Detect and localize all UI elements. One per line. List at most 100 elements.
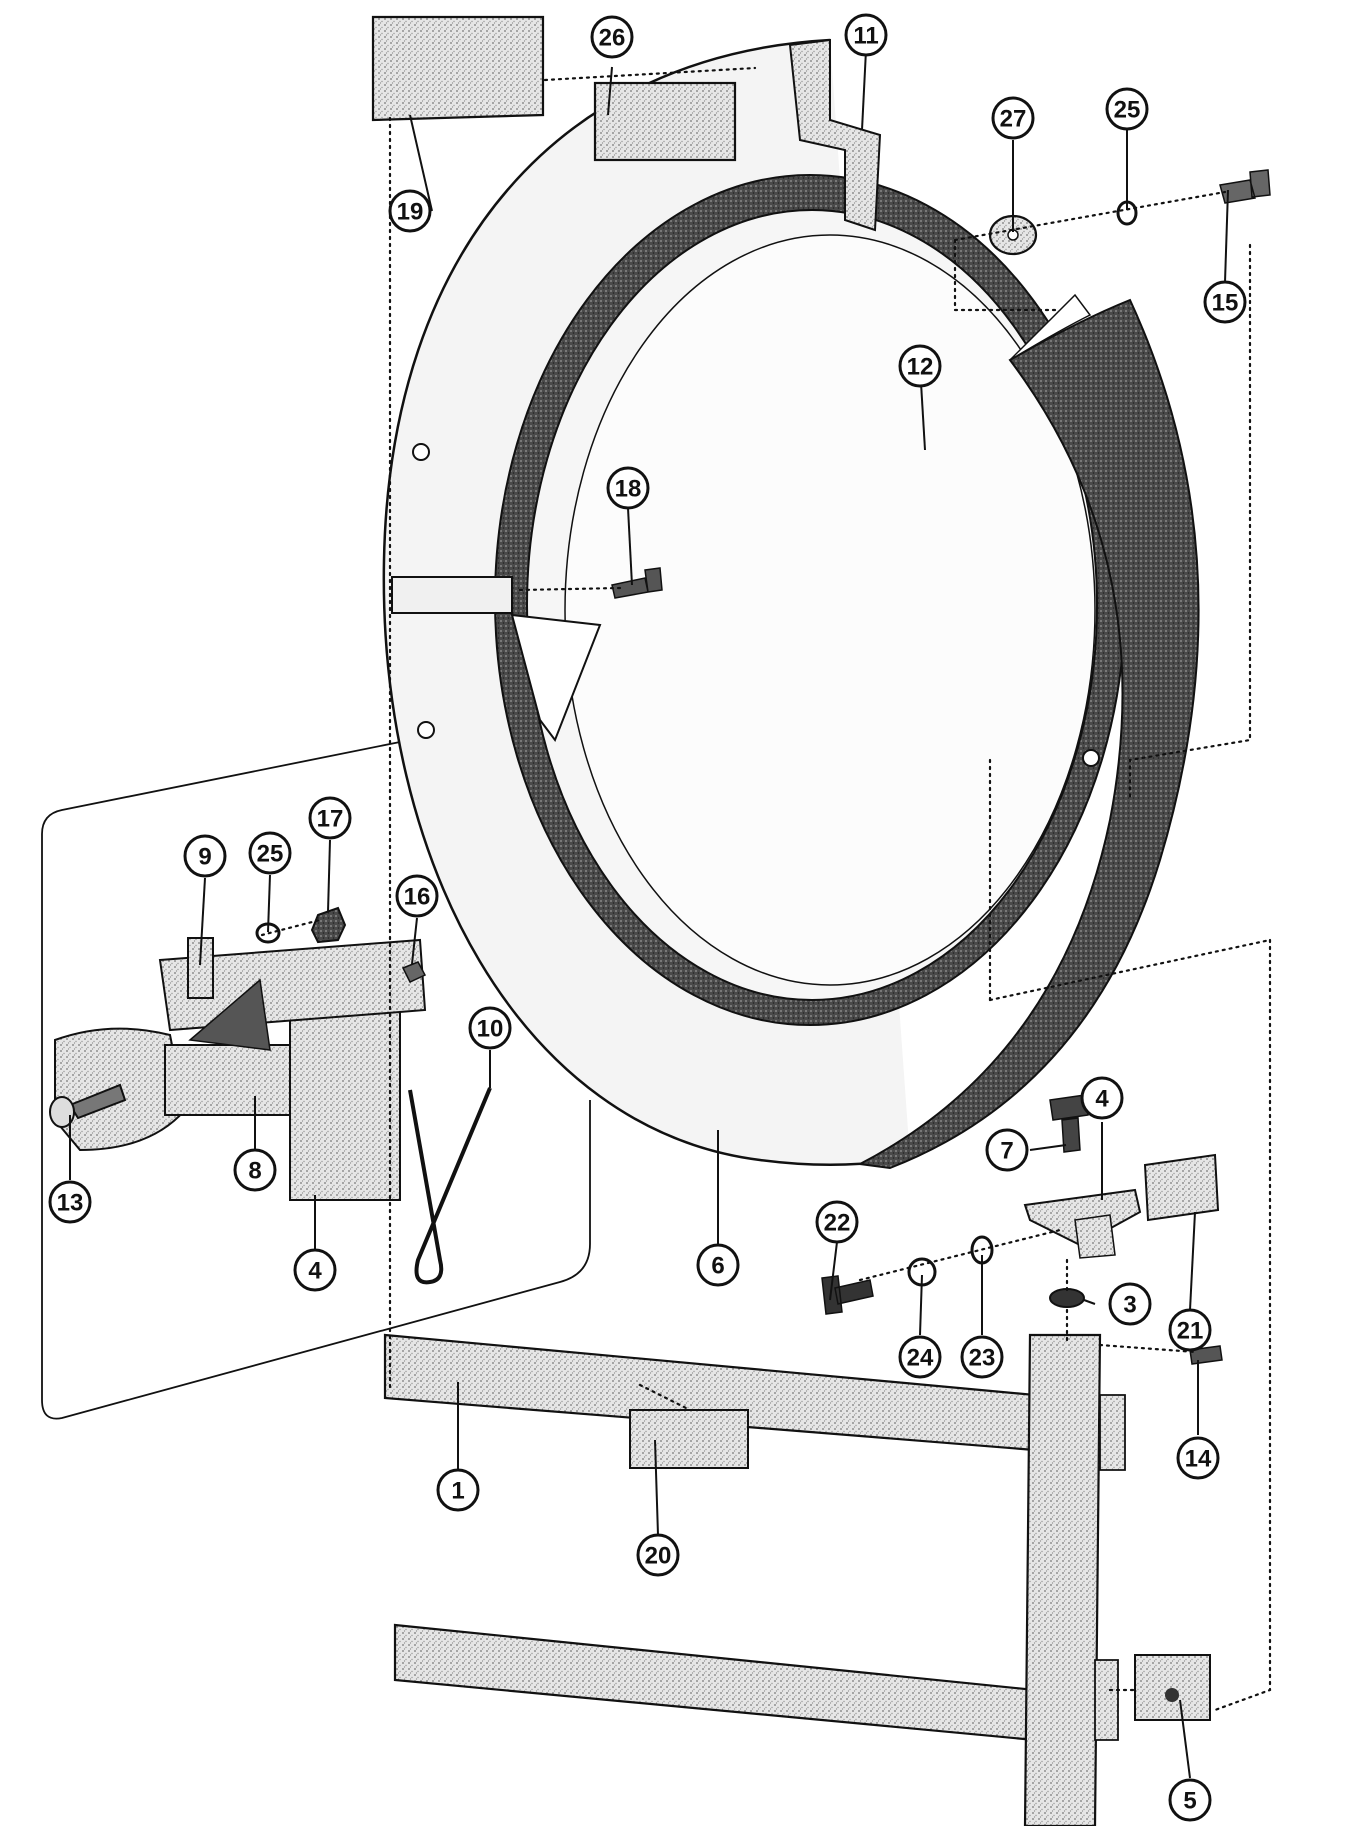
callout-18: 18 — [606, 466, 650, 510]
cover-plate-19 — [371, 15, 545, 122]
callout-1: 1 — [436, 1468, 480, 1512]
callout-number: 10 — [477, 1016, 504, 1043]
callout-circle — [1203, 280, 1247, 324]
callout-number: 25 — [257, 841, 284, 868]
callout-23: 23 — [960, 1335, 1004, 1379]
callout-22: 22 — [815, 1200, 859, 1244]
callout-27: 27 — [991, 96, 1035, 140]
callout-circle — [468, 1006, 512, 1050]
callout-circle — [991, 96, 1035, 140]
callout-16: 16 — [395, 874, 439, 918]
callout-circle — [898, 1335, 942, 1379]
callout-number: 20 — [645, 1543, 672, 1570]
callout-20: 20 — [636, 1533, 680, 1577]
callout-6: 6 — [696, 1243, 740, 1287]
screw-18 — [611, 567, 663, 599]
mount-hole — [1082, 749, 1100, 767]
callout-circle — [844, 13, 888, 57]
callout-5: 5 — [1168, 1778, 1212, 1822]
label-plate-26 — [593, 81, 737, 162]
callout-circle — [590, 15, 634, 59]
callout-number: 4 — [308, 1258, 322, 1285]
front-panel — [382, 38, 1126, 1166]
nut-17 — [310, 906, 347, 944]
callout-25a: 25 — [1105, 87, 1149, 131]
callout-number: 1 — [451, 1478, 464, 1505]
callout-number: 22 — [824, 1210, 851, 1237]
callout-15: 15 — [1203, 280, 1247, 324]
callout-number: 9 — [198, 844, 211, 871]
callout-circle — [1108, 1282, 1152, 1326]
latch-assembly — [49, 906, 492, 1285]
callout-11: 11 — [844, 13, 888, 57]
callout-number: 23 — [969, 1345, 996, 1372]
callout-number: 15 — [1212, 290, 1239, 317]
callout-25b: 25 — [248, 831, 292, 875]
callout-number: 13 — [57, 1190, 84, 1217]
callout-circle — [1176, 1436, 1220, 1480]
callout-number: 24 — [907, 1345, 934, 1372]
mount-hole — [417, 721, 435, 739]
callout-17: 17 — [308, 796, 352, 840]
callout-circle — [1080, 1076, 1124, 1120]
callout-circle — [1168, 1778, 1212, 1822]
frame — [383, 1333, 1126, 1826]
callout-number: 25 — [1114, 97, 1141, 124]
callout-circle — [898, 344, 942, 388]
callout-circle — [293, 1248, 337, 1292]
callout-circle — [183, 834, 227, 878]
callout-4b: 4 — [293, 1248, 337, 1292]
callout-circle — [960, 1335, 1004, 1379]
screw-15 — [1219, 169, 1271, 204]
callout-circle — [1105, 87, 1149, 131]
plate-5 — [1134, 1654, 1211, 1721]
callout-8: 8 — [233, 1148, 277, 1192]
callout-circle — [388, 189, 432, 233]
callout-24: 24 — [898, 1335, 942, 1379]
callout-number: 26 — [599, 25, 626, 52]
callout-circle — [815, 1200, 859, 1244]
callout-26: 26 — [590, 15, 634, 59]
callout-13: 13 — [48, 1180, 92, 1224]
callout-number: 17 — [317, 806, 344, 833]
callout-19: 19 — [388, 189, 432, 233]
callout-circle — [636, 1533, 680, 1577]
callout-9: 9 — [183, 834, 227, 878]
callout-number: 4 — [1095, 1086, 1109, 1113]
callout-7: 7 — [985, 1128, 1029, 1172]
callout-circle — [436, 1468, 480, 1512]
hinge-bar — [391, 576, 513, 614]
callout-number: 14 — [1185, 1446, 1212, 1473]
callout-number: 11 — [853, 23, 878, 50]
callout-circle — [233, 1148, 277, 1192]
callout-number: 16 — [404, 884, 431, 911]
callout-circle — [1168, 1308, 1212, 1352]
callout-21: 21 — [1168, 1308, 1212, 1352]
callout-number: 12 — [907, 354, 934, 381]
callout-circle — [248, 831, 292, 875]
callout-circle — [606, 466, 650, 510]
callout-14: 14 — [1176, 1436, 1220, 1480]
callout-number: 8 — [248, 1158, 261, 1185]
callout-circle — [308, 796, 352, 840]
inset-panel — [41, 741, 591, 1420]
callout-10: 10 — [468, 1006, 512, 1050]
callout-number: 19 — [397, 199, 424, 226]
bolt-13 — [68, 1083, 127, 1120]
nut-3 — [1049, 1288, 1085, 1308]
label-plate-20 — [629, 1409, 749, 1469]
callout-number: 5 — [1183, 1788, 1196, 1815]
callout-number: 7 — [1000, 1138, 1013, 1165]
screw-14 — [1189, 1345, 1223, 1365]
callout-number: 6 — [711, 1253, 724, 1280]
callout-12: 12 — [898, 344, 942, 388]
shim-21 — [1143, 1153, 1220, 1222]
spring-10 — [408, 1087, 492, 1285]
callout-number: 21 — [1177, 1318, 1204, 1345]
callout-circle — [696, 1243, 740, 1287]
callout-circle — [985, 1128, 1029, 1172]
door-seal-strip — [856, 298, 1200, 1170]
callout-3: 3 — [1108, 1282, 1152, 1326]
callout-circle — [395, 874, 439, 918]
